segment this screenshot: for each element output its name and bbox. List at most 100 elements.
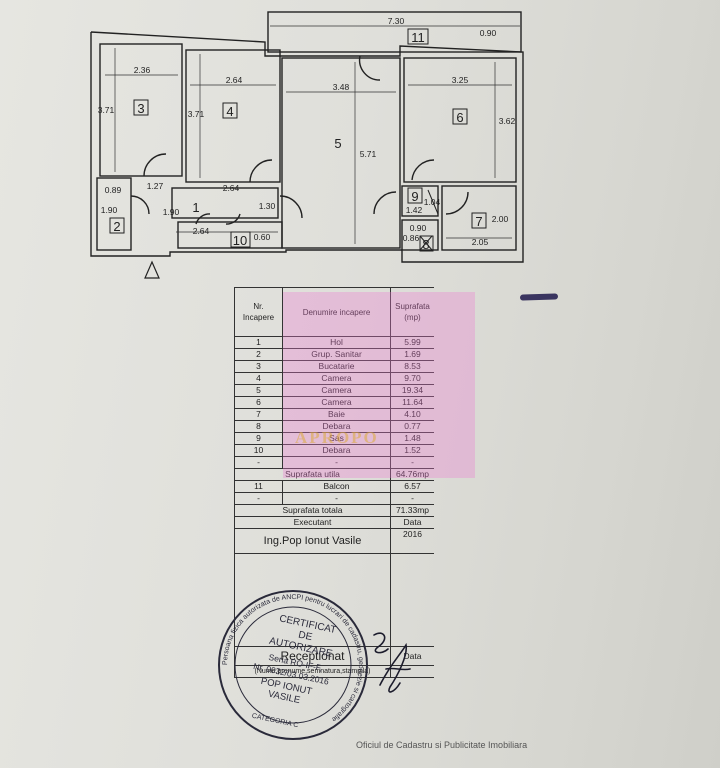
room-number: 10 (233, 233, 247, 248)
cell-name: - (282, 492, 391, 505)
room-2-outline (96, 177, 132, 251)
dimension-label: 2.00 (492, 214, 509, 224)
entrance-marker (144, 260, 160, 279)
executant-row: Executant Data (234, 516, 434, 529)
room-number: 1 (192, 200, 199, 215)
door-arc (195, 213, 211, 225)
signature-note-row: (Nume,prenume,semnatura,stampila) (234, 665, 434, 678)
fixture-hatch (427, 189, 439, 215)
dimension-label: 3.62 (499, 116, 516, 126)
cell-name: Balcon (282, 480, 391, 493)
room-number: 3 (137, 101, 144, 116)
cell-nr: 7 (234, 408, 283, 421)
total-area-value: 71.33mp (390, 504, 434, 517)
table-header-row: Nr. Incapere Denumire incapere Suprafata… (234, 287, 434, 337)
dimension-label: 1.90 (101, 205, 118, 215)
room-number-box (419, 235, 434, 252)
dimension-label: 2.64 (223, 183, 240, 193)
room-number-box (109, 217, 125, 234)
cell-name: Grup. Sanitar (282, 348, 391, 361)
room-6-outline (403, 57, 517, 183)
engineer-row: Ing.Pop Ionut Vasile 2016 (234, 528, 434, 554)
room-number-box (407, 187, 423, 204)
room-number-box (471, 212, 487, 229)
receptionat-label: Receptionat (234, 646, 391, 666)
dimension-label: 3.71 (188, 109, 205, 119)
cell-area: 0.77 (390, 420, 434, 433)
useful-area-value: 64.76mp (390, 468, 434, 481)
cell-area: 8.53 (390, 360, 434, 373)
cell-area: 9.70 (390, 372, 434, 385)
cell-nr: 8 (234, 420, 283, 433)
header-name: Denumire incapere (282, 287, 391, 337)
dimension-label: 0.89 (105, 185, 122, 195)
cell-area: 4.10 (390, 408, 434, 421)
stamp-category: CATEGORIA C (251, 713, 299, 730)
cell-nr: 5 (234, 384, 283, 397)
cell-area: 5.99 (390, 336, 434, 349)
room-legend: Nr. Incapere Denumire incapere Suprafata… (234, 287, 434, 768)
receptionat-row: Receptionat Data (234, 646, 434, 666)
room-number: 6 (456, 110, 463, 125)
room-number: 9 (411, 189, 418, 204)
room-number: 4 (226, 104, 233, 119)
cell-area: 1.69 (390, 348, 434, 361)
table-row: --- (234, 492, 434, 505)
cell-name: Camera (282, 372, 391, 385)
room-number-box (230, 231, 251, 248)
dimension-label: 1.42 (406, 205, 423, 215)
cell-nr: - (234, 456, 283, 469)
dimension-label: 1.30 (259, 201, 276, 211)
door-arc (130, 195, 150, 215)
dimension-label: 0.86 (403, 233, 420, 243)
outer-wall (90, 31, 524, 263)
cell-area: 1.48 (390, 432, 434, 445)
dimension-label: 2.36 (134, 65, 151, 75)
cell-name: Baie (282, 408, 391, 421)
door-arc (143, 153, 167, 177)
cell-nr: 6 (234, 396, 283, 409)
handwritten-signature (373, 632, 411, 693)
cell-area: - (390, 492, 434, 505)
useful-area-label: Suprafata utila (234, 468, 391, 481)
room-number: 11 (411, 30, 425, 45)
dimension-label: 2.05 (472, 237, 489, 247)
dimension-label: 3.48 (333, 82, 350, 92)
header-area: Suprafata (mp) (390, 287, 434, 337)
dimension-label: 0.60 (254, 232, 271, 242)
room-5-outline (281, 57, 401, 249)
room-9-outline (401, 185, 439, 217)
door-arc (373, 191, 397, 215)
cell-nr: 4 (234, 372, 283, 385)
dimension-label: 0.90 (410, 223, 427, 233)
cell-area: 6.57 (390, 480, 434, 493)
cell-name: Camera (282, 384, 391, 397)
room-1-outline (171, 187, 279, 219)
cell-nr: 9 (234, 432, 283, 445)
cell-nr: 11 (234, 480, 283, 493)
room-number: 8 (422, 237, 429, 252)
cell-area: 1.52 (390, 444, 434, 457)
fixture-hatch (419, 235, 433, 251)
room-4-outline (185, 49, 281, 183)
dimension-label: 2.64 (226, 75, 243, 85)
door-arc (445, 191, 469, 215)
dimension-label: 2.64 (193, 226, 210, 236)
room-7-outline (441, 185, 517, 251)
engineer-name: Ing.Pop Ionut Vasile (234, 528, 391, 554)
cell-area: - (390, 456, 434, 469)
room-number: 7 (475, 214, 482, 229)
dimension-label: 3.71 (98, 105, 115, 115)
door-arc (411, 159, 435, 181)
room-number-box (452, 108, 468, 125)
room-3-outline (99, 43, 183, 177)
total-area-label: Suprafata totala (234, 504, 391, 517)
room-number-box (133, 99, 149, 116)
dimension-label: 3.25 (452, 75, 469, 85)
stamp-date-cell (390, 553, 434, 647)
